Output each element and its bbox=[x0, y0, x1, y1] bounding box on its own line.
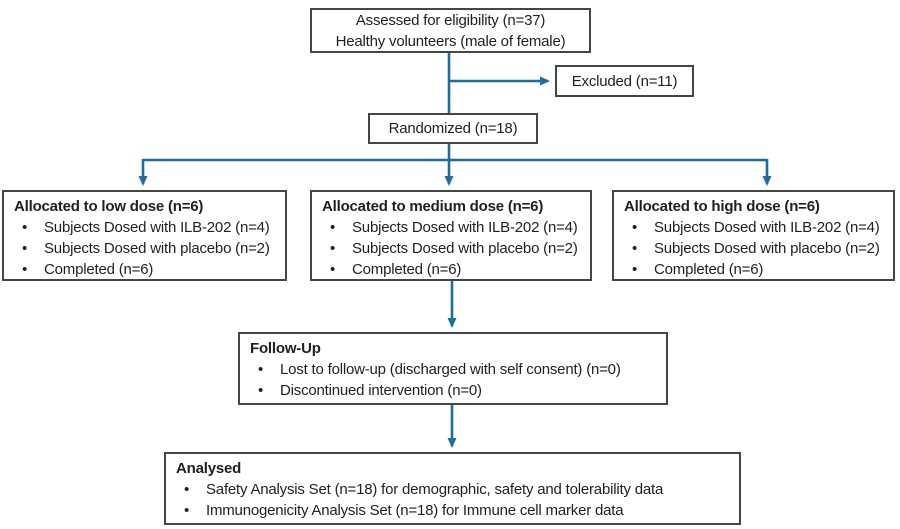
list-item: Completed (n=6) bbox=[14, 259, 281, 280]
analysed-title: Analysed bbox=[176, 460, 242, 477]
assessed-line2: Healthy volunteers (male of female) bbox=[335, 32, 566, 50]
followup-title: Follow-Up bbox=[250, 340, 321, 357]
followup-box: Follow-Up Lost to follow-up (discharged … bbox=[238, 332, 668, 405]
low-dose-list: Subjects Dosed with ILB-202 (n=4) Subjec… bbox=[14, 217, 281, 280]
medium-dose-title: Allocated to medium dose (n=6) bbox=[322, 198, 544, 215]
assessed-eligibility-box: Assessed for eligibility (n=37) Healthy … bbox=[310, 8, 591, 53]
high-dose-box: Allocated to high dose (n=6) Subjects Do… bbox=[612, 190, 895, 281]
list-item: Subjects Dosed with placebo (n=2) bbox=[624, 238, 889, 259]
low-dose-title: Allocated to low dose (n=6) bbox=[14, 198, 204, 215]
medium-dose-box: Allocated to medium dose (n=6) Subjects … bbox=[310, 190, 592, 281]
medium-dose-list: Subjects Dosed with ILB-202 (n=4) Subjec… bbox=[322, 217, 586, 280]
low-dose-box: Allocated to low dose (n=6) Subjects Dos… bbox=[2, 190, 287, 281]
analysed-box: Analysed Safety Analysis Set (n=18) for … bbox=[164, 452, 741, 525]
randomized-box: Randomized (n=18) bbox=[368, 113, 538, 144]
list-item: Subjects Dosed with ILB-202 (n=4) bbox=[322, 217, 586, 238]
excluded-box: Excluded (n=11) bbox=[555, 65, 694, 97]
followup-list: Lost to follow-up (discharged with self … bbox=[250, 359, 662, 401]
assessed-line1: Assessed for eligibility (n=37) bbox=[355, 11, 546, 29]
list-item: Subjects Dosed with placebo (n=2) bbox=[14, 238, 281, 259]
list-item: Subjects Dosed with ILB-202 (n=4) bbox=[14, 217, 281, 238]
list-item: Safety Analysis Set (n=18) for demograph… bbox=[176, 479, 735, 500]
list-item: Subjects Dosed with ILB-202 (n=4) bbox=[624, 217, 889, 238]
list-item: Discontinued intervention (n=0) bbox=[250, 380, 662, 401]
analysed-list: Safety Analysis Set (n=18) for demograph… bbox=[176, 479, 735, 521]
excluded-label: Excluded (n=11) bbox=[571, 72, 678, 90]
list-item: Immunogenicity Analysis Set (n=18) for I… bbox=[176, 500, 735, 521]
list-item: Completed (n=6) bbox=[624, 259, 889, 280]
list-item: Completed (n=6) bbox=[322, 259, 586, 280]
list-item: Subjects Dosed with placebo (n=2) bbox=[322, 238, 586, 259]
list-item: Lost to follow-up (discharged with self … bbox=[250, 359, 662, 380]
high-dose-title: Allocated to high dose (n=6) bbox=[624, 198, 820, 215]
randomized-label: Randomized (n=18) bbox=[388, 120, 518, 137]
high-dose-list: Subjects Dosed with ILB-202 (n=4) Subjec… bbox=[624, 217, 889, 280]
